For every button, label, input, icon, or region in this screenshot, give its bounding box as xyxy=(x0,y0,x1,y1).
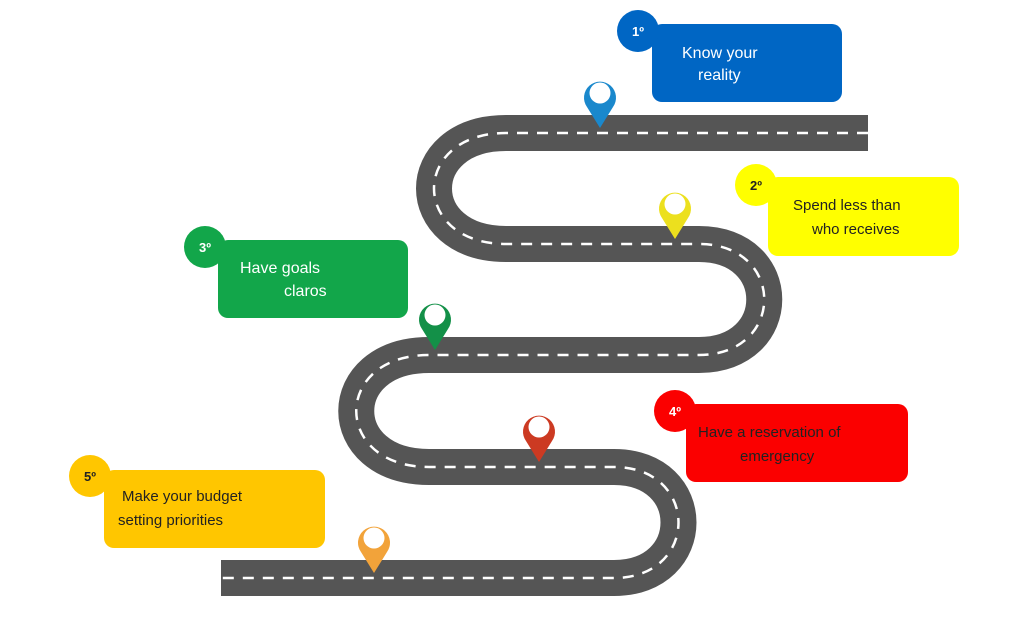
step-5-card: Make your budget setting priorities xyxy=(104,470,325,548)
map-pin-icon xyxy=(358,526,390,573)
step-2-text-line-2: who receives xyxy=(812,221,900,238)
step-5-text-line-2: setting priorities xyxy=(118,512,224,529)
step-5-badge: 5º xyxy=(69,455,111,497)
pin-hole xyxy=(664,193,686,215)
step-4-text-line-2: emergency xyxy=(740,448,815,465)
map-pin-icon xyxy=(659,192,691,239)
step-4-card: Have a reservation of emergency xyxy=(686,404,908,482)
step-3-text-line-2: claros xyxy=(284,283,327,300)
step-1-badge: 1º xyxy=(617,10,659,52)
map-pin-icon xyxy=(584,81,616,128)
step-3-text-line-1: Have goals xyxy=(240,260,321,277)
step-3-badge: 3º xyxy=(184,226,226,268)
pin-hole xyxy=(424,304,446,326)
step-3-card: Have goals claros xyxy=(218,240,408,318)
step-1-text-line-1: Know your xyxy=(682,45,758,62)
step-1-text-line-2: reality xyxy=(698,67,741,84)
step-2-badge: 2º xyxy=(735,164,777,206)
step-1-card: Know your reality xyxy=(652,24,842,102)
pin-hole xyxy=(528,416,550,438)
step-2-card: Spend less than who receives xyxy=(768,177,959,256)
step-4-badge: 4º xyxy=(654,390,696,432)
road-center-line xyxy=(221,131,868,580)
map-pin-icon xyxy=(419,303,451,350)
step-2-text-line-1: Spend less than xyxy=(793,197,901,214)
step-4-text-line-1: Have a reservation of xyxy=(698,424,841,441)
pin-hole xyxy=(363,527,385,549)
pin-hole xyxy=(589,82,611,104)
step-5-text-line-1: Make your budget xyxy=(122,488,243,505)
map-pin-icon xyxy=(523,415,555,462)
